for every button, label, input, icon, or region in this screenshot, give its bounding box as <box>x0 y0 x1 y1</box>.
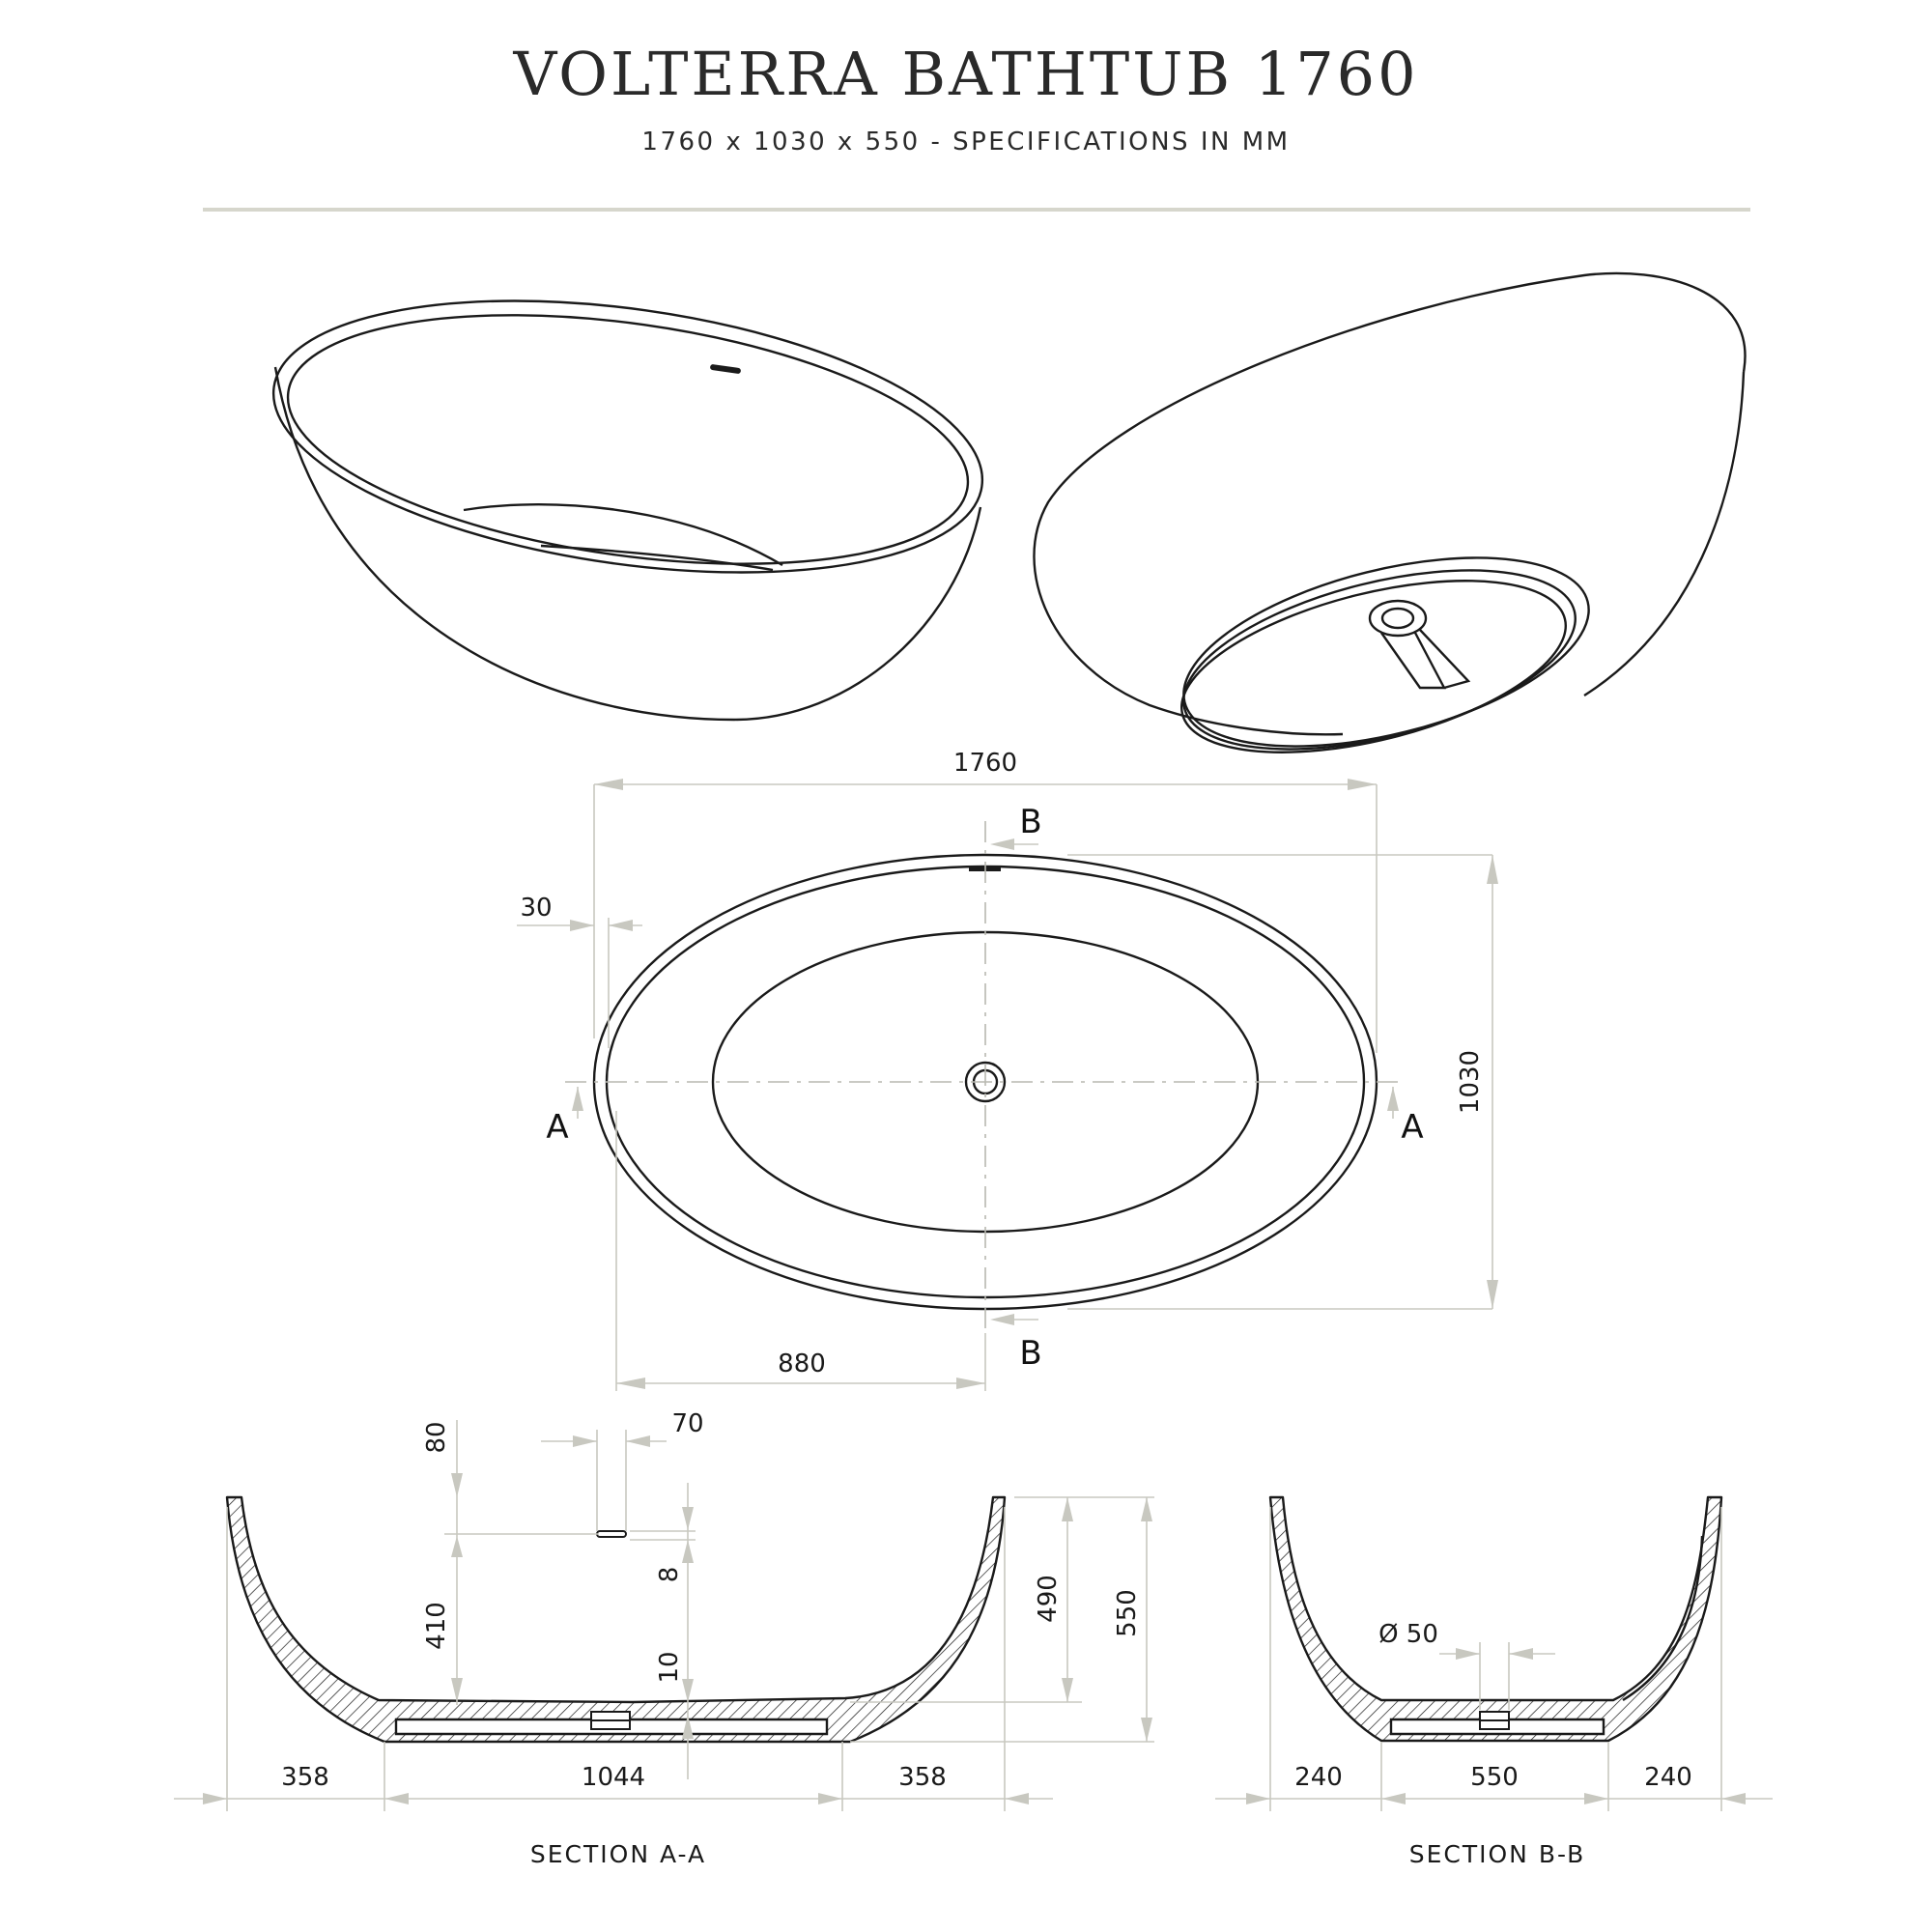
dim-b-base-width: 550 <box>1470 1763 1519 1792</box>
dim-floor-thickness: 10 <box>655 1651 684 1683</box>
dim-length: 1760 <box>953 749 1017 778</box>
dim-width: 1030 <box>1456 1050 1485 1114</box>
section-b-caption: SECTION B-B <box>1409 1840 1586 1868</box>
section-a-a-view: 80 410 70 8 10 490 550 <box>174 1409 1154 1868</box>
perspective-view-top <box>271 299 984 722</box>
overflow-slot <box>710 364 741 374</box>
dim-b-right-offset: 240 <box>1644 1763 1692 1792</box>
dim-left-offset: 358 <box>281 1763 329 1792</box>
dim-overflow-from-top: 80 <box>422 1421 451 1453</box>
section-marker-a-left: A <box>546 1108 568 1147</box>
section-marker-a-right: A <box>1401 1108 1423 1147</box>
section-b-shell <box>1268 1495 1723 1743</box>
dim-inner-depth: 490 <box>1034 1575 1063 1623</box>
section-b-b-view: Ø 50 240 550 240 SECTION B-B <box>1215 1495 1773 1868</box>
plan-drain <box>964 1061 1007 1103</box>
plan-view: 1760 1030 30 880 A A B B <box>517 749 1498 1391</box>
dim-overflow-width: 70 <box>671 1409 703 1438</box>
dim-base-length: 1044 <box>582 1763 645 1792</box>
section-marker-b-top: B <box>1019 803 1041 841</box>
section-a-shell <box>225 1495 1007 1744</box>
dim-right-offset: 358 <box>898 1763 947 1792</box>
dim-total-height: 550 <box>1113 1589 1142 1637</box>
page-subtitle: 1760 x 1030 x 550 - SPECIFICATIONS IN MM <box>641 128 1291 156</box>
dim-overflow-to-floor: 410 <box>422 1602 451 1650</box>
dim-half-length: 880 <box>778 1350 826 1378</box>
perspective-view-bottom <box>1033 271 1747 753</box>
dim-rim: 30 <box>520 894 552 923</box>
page-title: VOLTERRA BATHTUB 1760 <box>513 39 1419 109</box>
drain-inner <box>1380 607 1415 630</box>
section-a-caption: SECTION A-A <box>530 1840 706 1868</box>
drain-outer <box>1368 599 1428 638</box>
dim-overflow-height: 8 <box>655 1567 684 1583</box>
section-a-overflow <box>596 1530 627 1538</box>
dim-b-left-offset: 240 <box>1294 1763 1343 1792</box>
section-marker-b-bottom: B <box>1019 1334 1041 1373</box>
dim-drain-diameter: Ø 50 <box>1378 1620 1438 1649</box>
